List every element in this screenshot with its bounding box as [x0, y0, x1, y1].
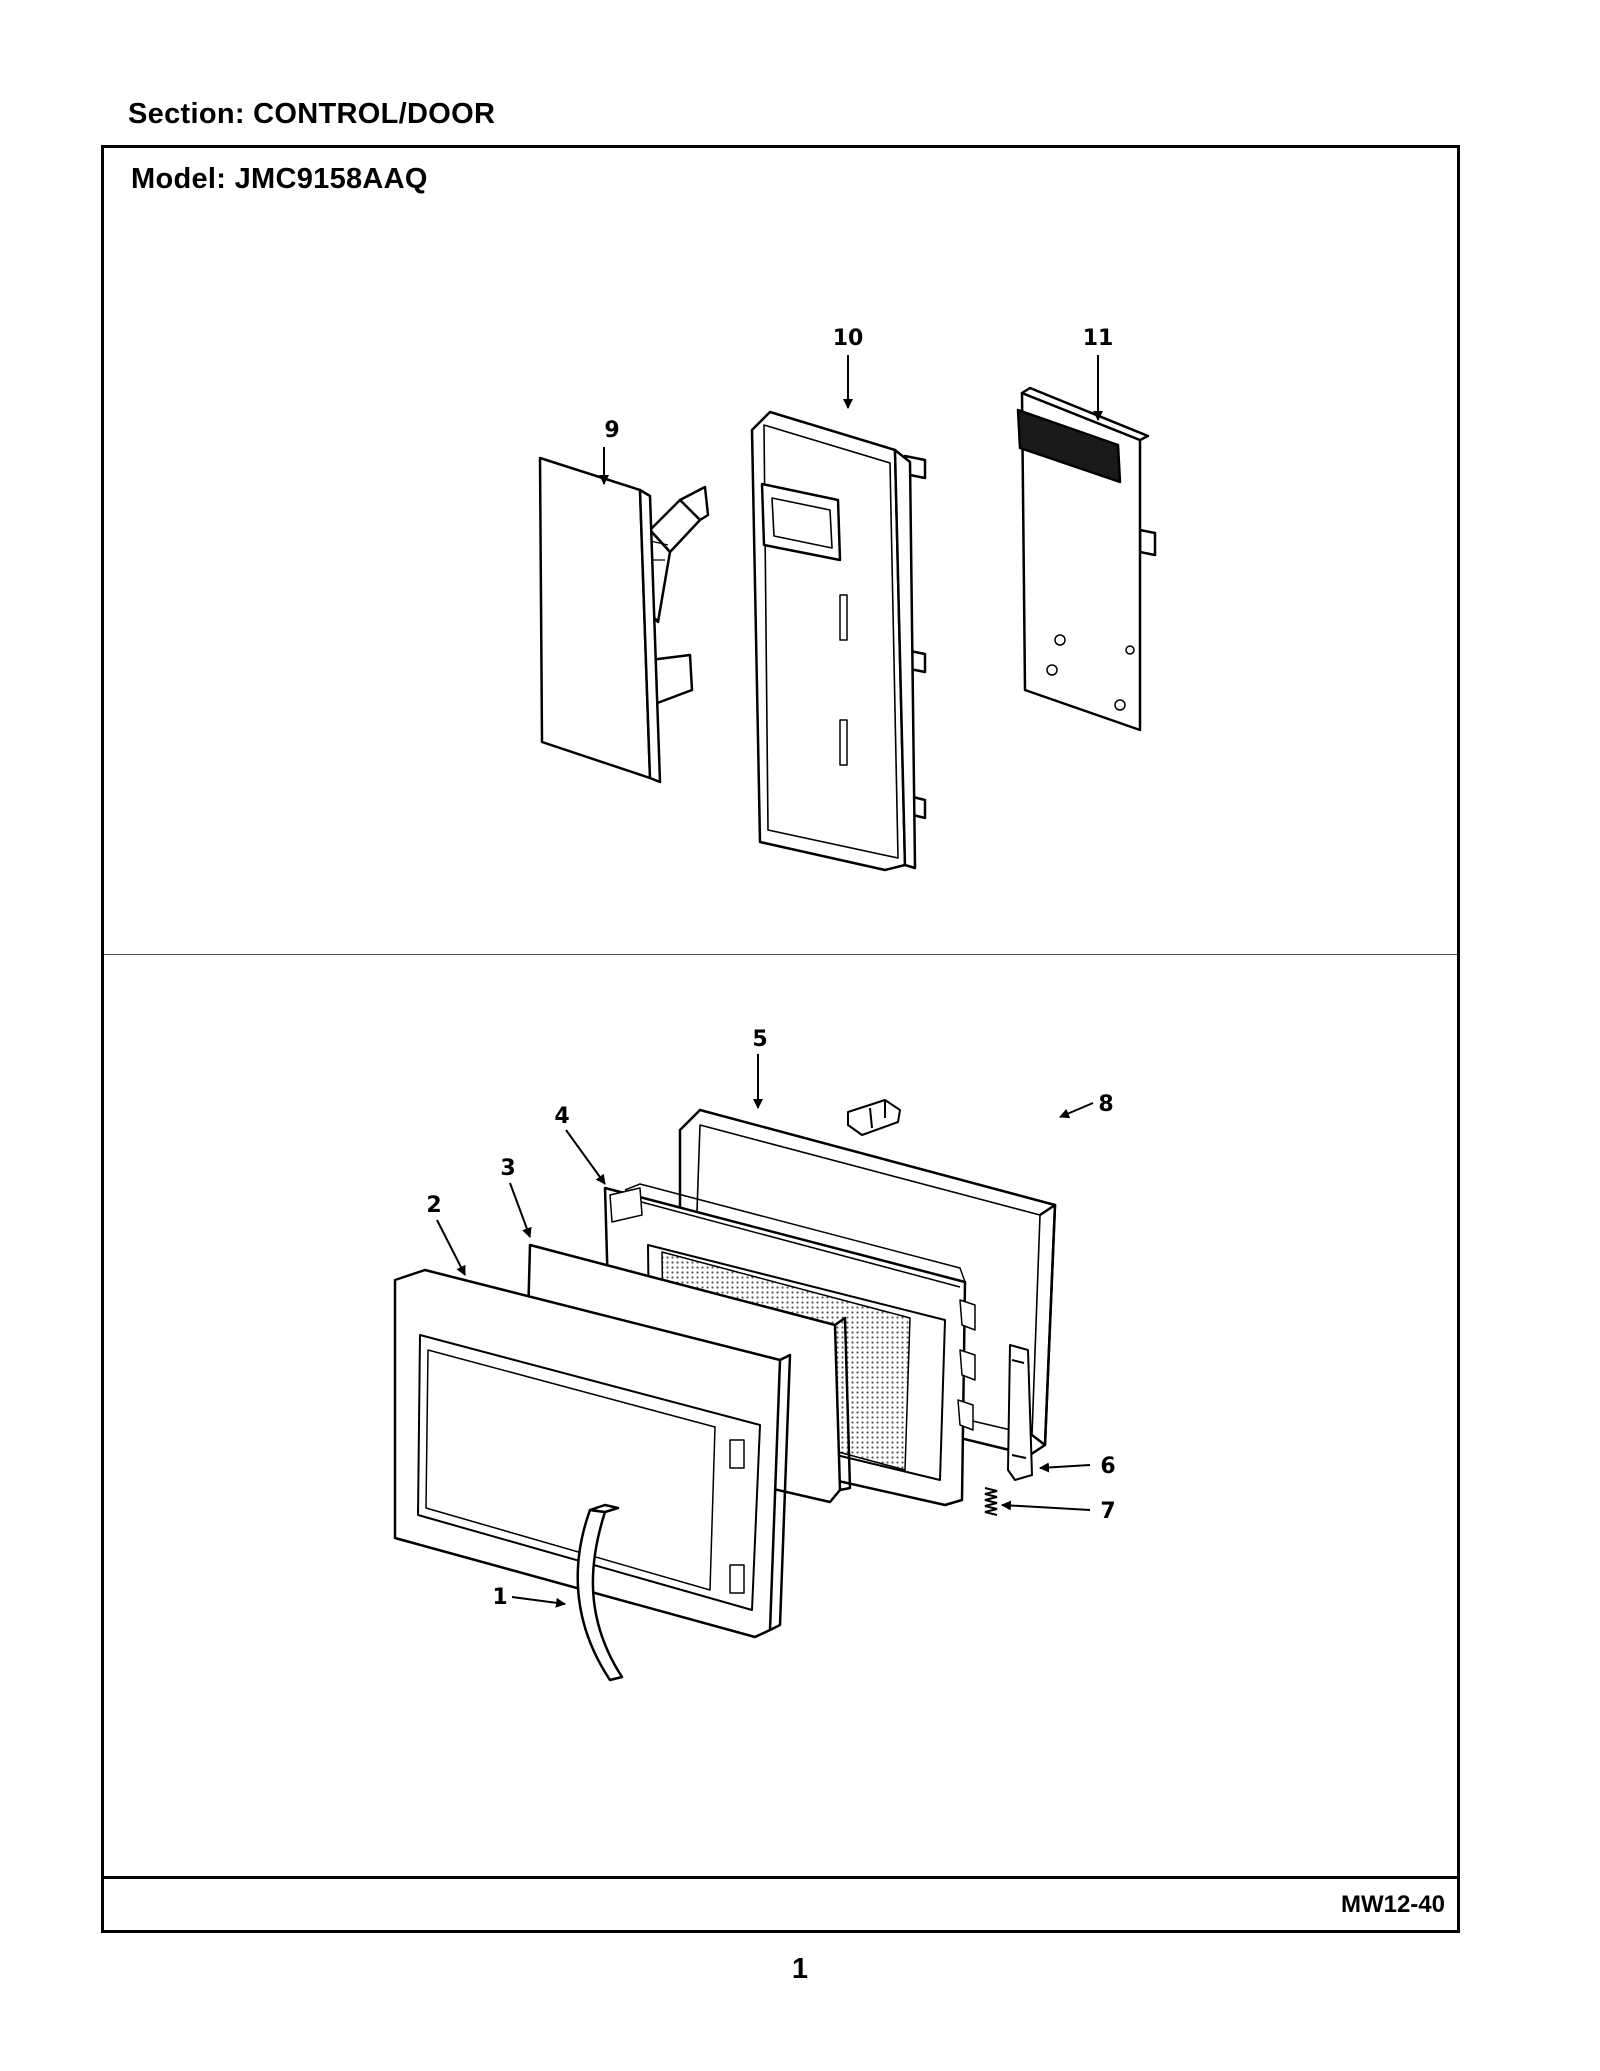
part-11-circuit-board	[1016, 386, 1157, 732]
callout-7: 7	[1100, 1499, 1115, 1524]
callout-11: 11	[1083, 326, 1114, 351]
part-6-latch-hook	[1007, 1344, 1033, 1481]
callout-10: 10	[833, 326, 864, 351]
section-title: Section: CONTROL/DOOR	[128, 98, 496, 130]
callout-1: 1	[492, 1585, 507, 1610]
part-10-control-panel	[750, 410, 927, 872]
callout-8: 8	[1098, 1092, 1113, 1117]
page-number: 1	[791, 1953, 809, 1985]
callout-2: 2	[426, 1193, 441, 1218]
part-1-handle	[576, 1503, 624, 1682]
leader-arrows	[436, 355, 1103, 1608]
callout-4: 4	[554, 1104, 569, 1129]
part-2-outer-door	[393, 1268, 792, 1639]
part-9-membrane	[538, 456, 710, 784]
diagram-code: MW12-40	[1340, 1891, 1445, 1918]
callout-6: 6	[1100, 1454, 1115, 1479]
diagram-frame: Model: JMC9158AAQ MW12-40	[101, 145, 1460, 1933]
callout-5: 5	[752, 1027, 767, 1052]
callout-3: 3	[500, 1156, 515, 1181]
model-title: Model: JMC9158AAQ	[131, 163, 428, 195]
callout-9: 9	[604, 418, 619, 443]
section-divider	[104, 954, 1457, 955]
footer-rule	[104, 1876, 1457, 1879]
part-7-spring	[984, 1487, 998, 1516]
part-8-latch	[847, 1099, 901, 1136]
